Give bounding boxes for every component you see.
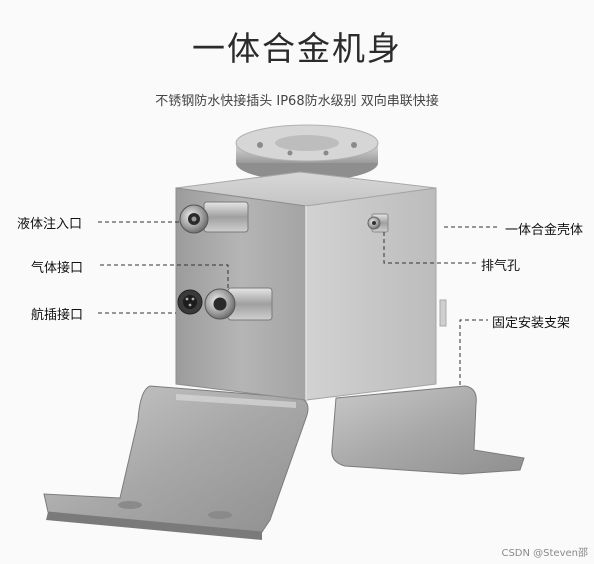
- mounting-bracket-shape: [43, 385, 525, 540]
- page-title: 一体合金机身: [192, 29, 402, 68]
- liquid-inlet-fitting: [179, 201, 249, 234]
- callout-mounting-bracket: 固定安装支架: [492, 316, 571, 331]
- top-flange: [235, 124, 379, 181]
- page-subtitle: 不锈钢防水快接插头 IP68防水级别 双向串联快接: [155, 94, 439, 109]
- callout-vent-hole: 排气孔: [481, 259, 521, 274]
- callout-leaders: [98, 221, 500, 385]
- gas-port-fitting: [204, 287, 273, 321]
- callout-aviation-plug-port: 航插接口: [31, 308, 84, 323]
- callout-alloy-shell: 一体合金壳体: [505, 223, 584, 238]
- callout-liquid-inlet: 液体注入口: [17, 217, 83, 232]
- callout-gas-port: 气体接口: [31, 261, 84, 276]
- aviation-plug-fitting: [177, 289, 203, 315]
- vent-hole-fitting: [367, 213, 389, 233]
- side-tab: [439, 299, 447, 327]
- watermark: CSDN @Steven邵: [501, 548, 588, 559]
